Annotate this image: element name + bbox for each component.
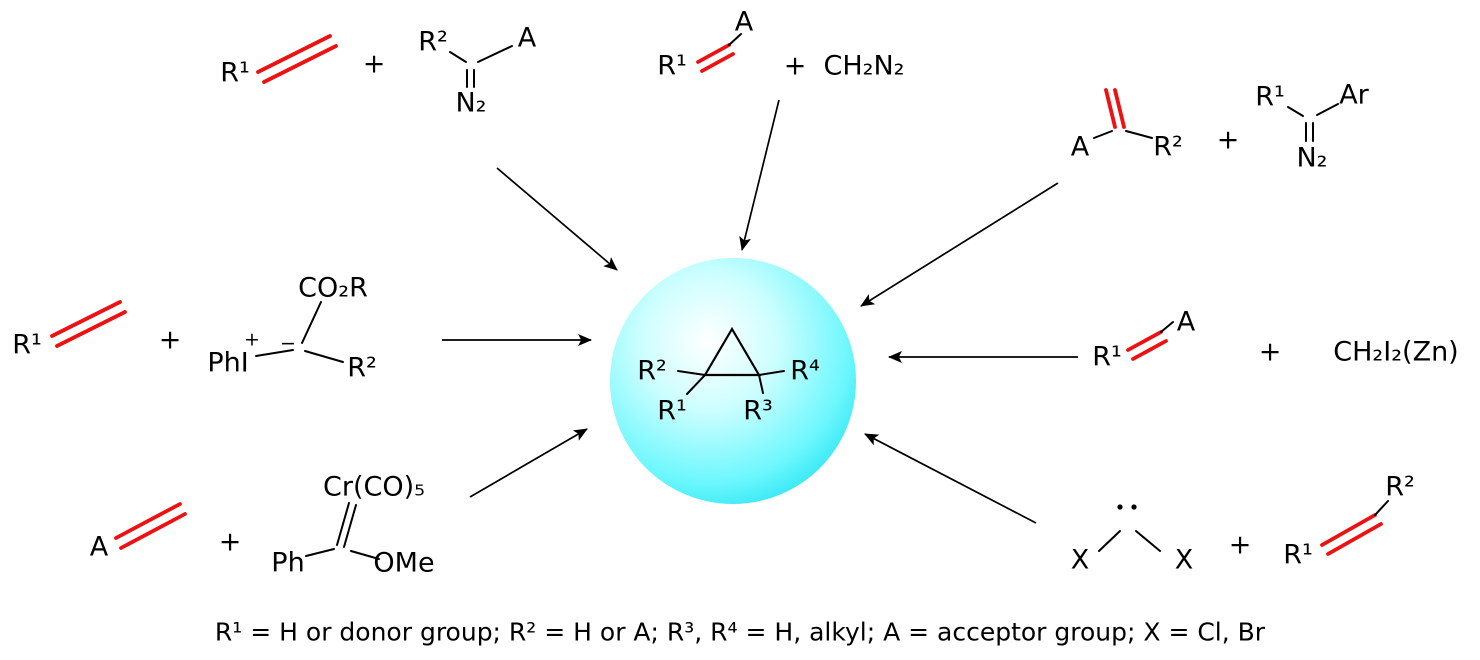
arrow-from-top-left: [496, 167, 618, 271]
reagent-label-simmons-smith: CH₂I₂(Zn): [1333, 336, 1459, 368]
arrow-from-top-right: [860, 182, 1059, 307]
product-substituent-r1: R¹: [657, 395, 687, 427]
diazo-n2-label: N₂: [1296, 142, 1328, 174]
single-bond: [1374, 500, 1389, 516]
alkene-double-bond: [700, 52, 735, 73]
substituent-label-r2: R²: [347, 352, 377, 384]
acceptor-label-a: A: [734, 6, 754, 38]
product-substituent-r3: R³: [743, 395, 773, 427]
halide-label-x: X: [1070, 544, 1090, 576]
single-bond: [449, 51, 467, 63]
alkene-double-bond: [262, 44, 338, 84]
single-bond: [350, 550, 380, 560]
iodonium-label-phi: PhI: [207, 347, 249, 379]
carbene-lone-pair-icon: [1117, 504, 1123, 510]
alkene-double-bond: [114, 502, 182, 540]
route-top-left-bonds: [256, 34, 513, 88]
arrows: [442, 99, 1078, 524]
alkene-double-bond: [1104, 88, 1117, 129]
chromium-carbonyl-label: Cr(CO)₅: [323, 471, 425, 503]
plus-sign: +: [158, 324, 182, 356]
bond-to-r4: [758, 370, 785, 376]
alkene-double-bond: [50, 300, 122, 338]
alkene-double-bond: [1131, 339, 1168, 361]
carbene-double-bond: [343, 504, 357, 548]
single-bond: [1098, 530, 1121, 552]
substituent-label-r2: R²: [418, 26, 448, 58]
substituent-label-r1: R¹: [657, 50, 687, 82]
iodonium-positive-charge: +: [244, 328, 260, 351]
halide-label-x: X: [1174, 544, 1194, 576]
carbene-double-bond: [336, 502, 350, 546]
bond-to-r1: [686, 374, 706, 395]
alkene-double-bond: [1326, 522, 1383, 556]
substituent-label-r2: R²: [1385, 471, 1415, 503]
single-bond: [304, 350, 344, 363]
substituent-label-r1: R¹: [1283, 539, 1313, 571]
single-bond: [728, 33, 742, 46]
product-substituent-r4: R⁴: [790, 355, 820, 387]
alkene-double-bond: [1320, 513, 1377, 547]
cyclopropane-structure: [677, 326, 785, 395]
arrow-from-top-center: [739, 99, 780, 251]
substituent-label-r1: R¹: [1092, 341, 1122, 373]
substituent-label-r1: R¹: [220, 57, 250, 89]
route-bottom-right-bonds: [1098, 500, 1389, 556]
alkene-double-bond: [55, 310, 127, 348]
route-bottom-left-bonds: [114, 502, 380, 560]
plus-sign: +: [1228, 529, 1252, 561]
acceptor-label-a: A: [517, 22, 537, 54]
bond-to-r2: [677, 370, 706, 376]
aryl-label-ar: Ar: [1339, 79, 1369, 111]
carbanion-negative-charge: −: [280, 332, 296, 355]
carbene-lone-pair-icon: [1131, 504, 1137, 510]
phenyl-label-ph: Ph: [271, 547, 305, 579]
alkene-double-bond: [1113, 88, 1126, 129]
arrow-from-bottom-left: [469, 428, 588, 498]
acceptor-label-a: A: [89, 531, 109, 563]
alkene-double-bond: [119, 512, 187, 550]
route-top-center-bonds: [696, 33, 742, 73]
acceptor-label-a: A: [1070, 131, 1090, 163]
plus-sign: +: [218, 526, 242, 558]
single-bond: [1287, 106, 1304, 117]
plus-sign: +: [1258, 336, 1282, 368]
diazo-n2-label: N₂: [455, 87, 487, 119]
acceptor-label-a: A: [1176, 306, 1196, 338]
route-top-right-bonds: [1093, 88, 1339, 142]
arrow-from-bottom-right: [864, 433, 1037, 524]
plus-sign: +: [783, 50, 807, 82]
plus-sign: +: [1216, 124, 1240, 156]
bond-to-r3: [758, 374, 764, 394]
legend-caption: R¹ = H or donor group; R² = H or A; R³, …: [214, 617, 1266, 647]
single-bond: [1316, 103, 1339, 116]
alkene-double-bond: [256, 34, 332, 74]
reagent-label-diazomethane: CH₂N₂: [823, 50, 905, 82]
single-bond: [255, 349, 294, 357]
product-sphere: [610, 258, 856, 504]
methoxy-label-ome: OMe: [373, 547, 435, 579]
single-bond: [477, 45, 513, 63]
single-bond: [301, 301, 322, 344]
single-bond: [1135, 530, 1161, 552]
substituent-label-r1: R¹: [12, 329, 42, 361]
ester-label-co2r: CO₂R: [298, 272, 368, 304]
plus-sign: +: [362, 48, 386, 80]
substituent-label-r1: R¹: [1255, 81, 1285, 113]
single-bond: [305, 548, 335, 557]
route-mid-right-bonds: [1126, 321, 1174, 361]
product-substituent-r2: R²: [637, 355, 667, 387]
single-bond: [1093, 130, 1113, 139]
alkene-double-bond: [1126, 330, 1163, 352]
single-bond: [1125, 130, 1153, 139]
single-bond: [1160, 321, 1174, 333]
alkene-double-bond: [696, 43, 731, 64]
substituent-label-r2: R²: [1153, 131, 1183, 163]
cyclopropane-ring: [703, 326, 761, 377]
route-mid-left-bonds: [50, 300, 344, 363]
